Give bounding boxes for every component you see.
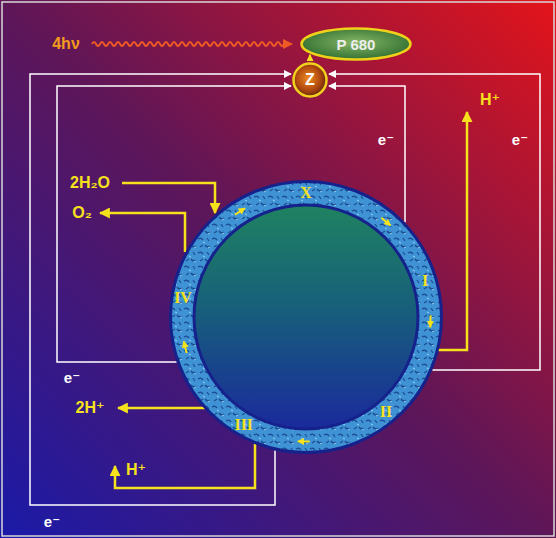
- ring-outline: [169, 180, 443, 454]
- proton-label: 2H⁺: [76, 399, 105, 417]
- ellipse-shape: [302, 29, 411, 60]
- donor-circle: Z: [292, 62, 328, 98]
- state-cycle-ring: XIIIIIIIV: [169, 180, 443, 454]
- water-label: 2H₂O: [70, 174, 110, 192]
- electron-label: e⁻: [64, 370, 80, 387]
- light-wave-arrow: [92, 42, 292, 46]
- step-arrow: [429, 315, 431, 327]
- proton-out-arrow: [115, 444, 255, 488]
- proton-label: H⁺: [126, 461, 146, 479]
- water-in-arrow: [122, 183, 215, 213]
- node-label: Z: [305, 71, 315, 89]
- step-arrow: [298, 440, 310, 442]
- step-arrow: [184, 341, 187, 353]
- ring-core: [194, 205, 418, 429]
- state-numeral: III: [234, 416, 253, 434]
- light-label: 4hν: [52, 35, 80, 53]
- proton-out-arrow: [118, 407, 205, 410]
- electron-label: e⁻: [44, 514, 60, 531]
- ring-band: [171, 182, 442, 453]
- excitation-arrow: [309, 55, 311, 61]
- state-numeral: X: [300, 184, 312, 202]
- state-numeral: IV: [174, 289, 192, 307]
- electron-label: e⁻: [378, 132, 394, 149]
- state-numeral: II: [380, 403, 392, 421]
- oxygen-out-arrow: [100, 213, 185, 252]
- proton-label: H⁺: [480, 91, 500, 109]
- circle-shape: [294, 64, 327, 97]
- reaction-center-ellipse: P 680: [300, 27, 412, 61]
- step-arrow: [381, 218, 390, 226]
- node-label: P 680: [337, 36, 376, 53]
- state-numeral: I: [422, 272, 428, 290]
- electron-label: e⁻: [512, 132, 528, 149]
- oxygen-label: O₂: [72, 204, 92, 222]
- step-arrow: [235, 208, 245, 214]
